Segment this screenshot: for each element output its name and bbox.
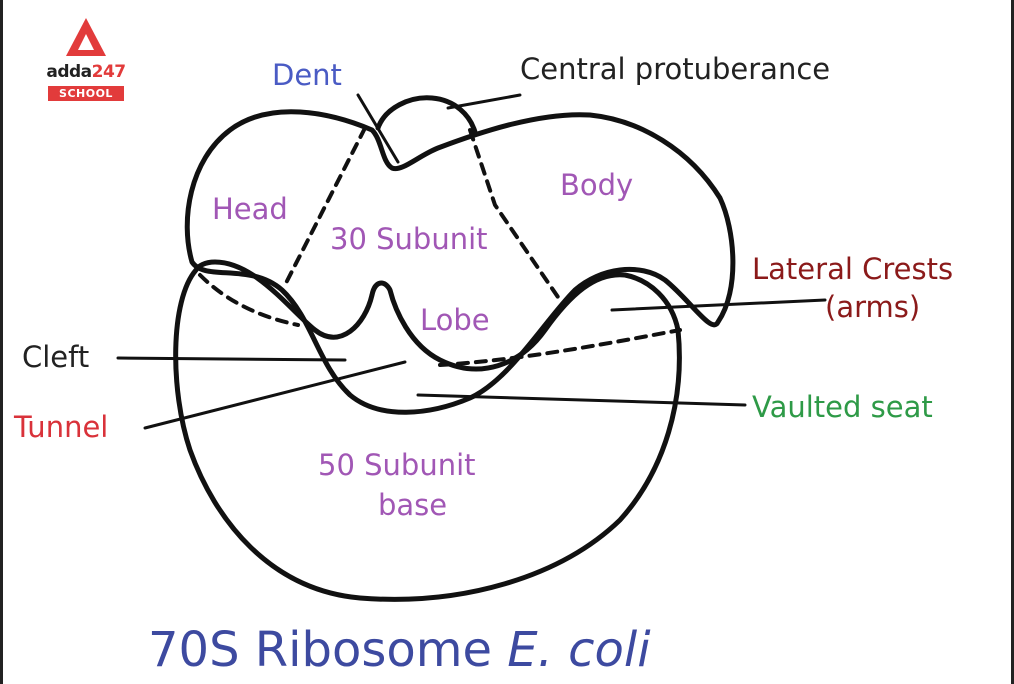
large-subunit-outline [173, 259, 682, 602]
logo-word: adda [46, 62, 92, 82]
leader-dent [356, 93, 400, 164]
leader-tunnel [143, 360, 407, 430]
central-protuberance-outline [375, 95, 478, 135]
label-lateral-crests: Lateral Crests [752, 252, 954, 286]
label-cleft: Cleft [22, 340, 90, 374]
interface-dash-middle [468, 128, 562, 302]
label-vaulted-seat: Vaulted seat [752, 390, 933, 424]
diagram-title: 70S Ribosome E. coli [148, 622, 651, 678]
leader-cleft [116, 356, 347, 362]
interface-dash-lower-left [198, 273, 300, 327]
leader-lateral-crests [610, 298, 827, 312]
leader-vaulted-seat [416, 393, 747, 407]
label-50-subunit-base: base [378, 488, 448, 522]
title-species: E. coli [507, 622, 651, 678]
small-subunit-outline [184, 109, 736, 415]
logo-a-icon [66, 18, 106, 56]
label-tunnel: Tunnel [14, 410, 109, 444]
interface-dash-left [283, 126, 367, 287]
leader-central-protuberance [446, 93, 522, 110]
title-main: 70S Ribosome [148, 622, 492, 678]
label-central-protuberance: Central protuberance [520, 52, 831, 86]
label-head: Head [212, 192, 288, 226]
label-dent: Dent [272, 58, 342, 92]
label-lobe: Lobe [420, 303, 490, 337]
logo-school-tag: SCHOOL [48, 86, 124, 101]
label-30-subunit: 30 Subunit [330, 222, 488, 256]
adda247-logo: adda247 SCHOOL [46, 16, 126, 102]
logo-wordmark: adda247 [46, 62, 126, 82]
label-body: Body [560, 168, 634, 202]
label-50-subunit: 50 Subunit [318, 448, 476, 482]
logo-number: 247 [91, 62, 127, 82]
label-lateral-crests-arms: (arms) [825, 290, 921, 324]
